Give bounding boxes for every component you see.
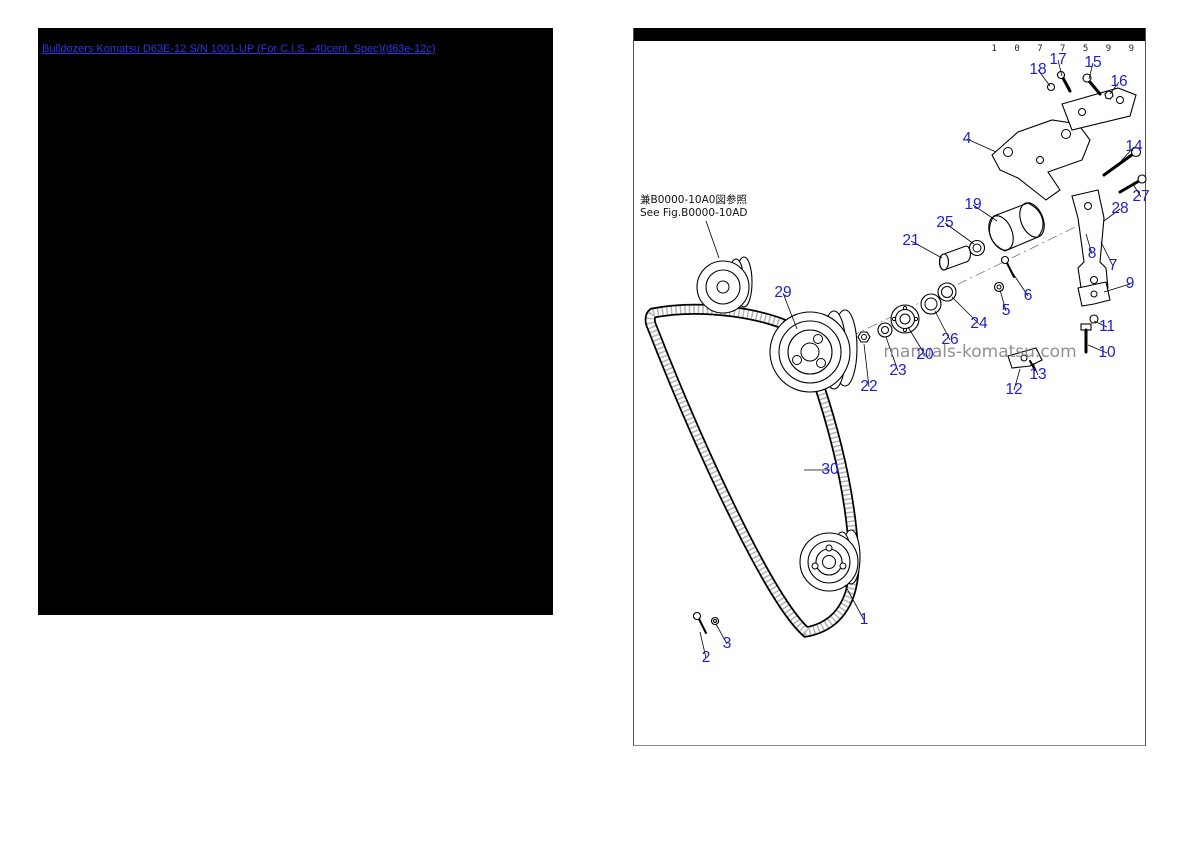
reference-note-jp: 兼B0000-10A0図参照 [640,194,747,206]
manual-title-link[interactable]: Bulldozers Komatsu D63E-12 S/N 1001-UP (… [42,43,436,55]
diagram-top-bar [634,28,1145,41]
watermark: manuals-komatsu.com [883,342,1077,362]
left-black-panel: Bulldozers Komatsu D63E-12 S/N 1001-UP (… [38,28,553,615]
drawing-number: 1 0 7 7 5 9 9 [991,44,1140,54]
reference-note: 兼B0000-10A0図参照 See Fig.B0000-10AD [640,194,747,220]
reference-note-en: See Fig.B0000-10AD [640,207,748,219]
parts-diagram-frame: 1 0 7 7 5 9 9 [633,28,1146,746]
